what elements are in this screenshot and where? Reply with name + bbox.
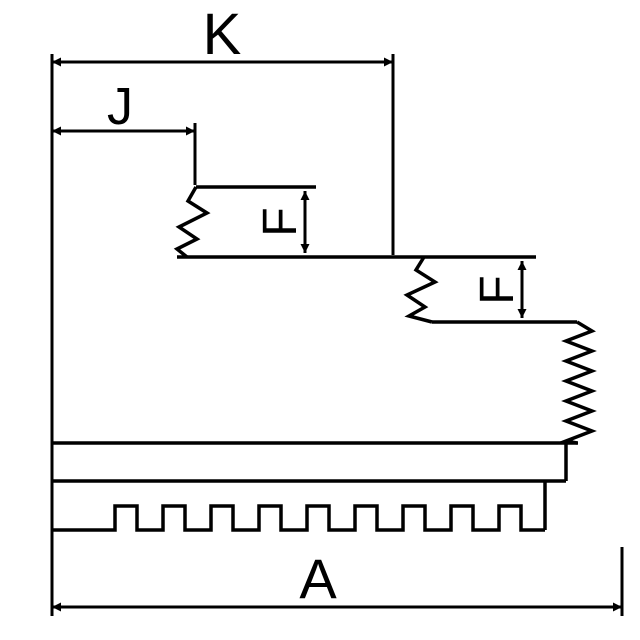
dimension-labels: K J F F A bbox=[107, 2, 524, 610]
bottom-serrations bbox=[52, 504, 545, 532]
break-line-lower-step-face bbox=[403, 256, 439, 324]
part-outline bbox=[52, 185, 597, 532]
dimension-lines bbox=[52, 57, 622, 612]
dimension-label-A: A bbox=[299, 547, 337, 610]
dimension-label-K: K bbox=[203, 2, 242, 67]
dimension-label-F-upper: F bbox=[254, 207, 307, 236]
dimension-label-J: J bbox=[107, 78, 133, 136]
dimension-label-F-lower: F bbox=[471, 275, 524, 304]
extension-lines bbox=[50, 54, 624, 616]
serrated-edge-right bbox=[559, 320, 597, 445]
break-line-upper-step-face bbox=[173, 186, 211, 259]
